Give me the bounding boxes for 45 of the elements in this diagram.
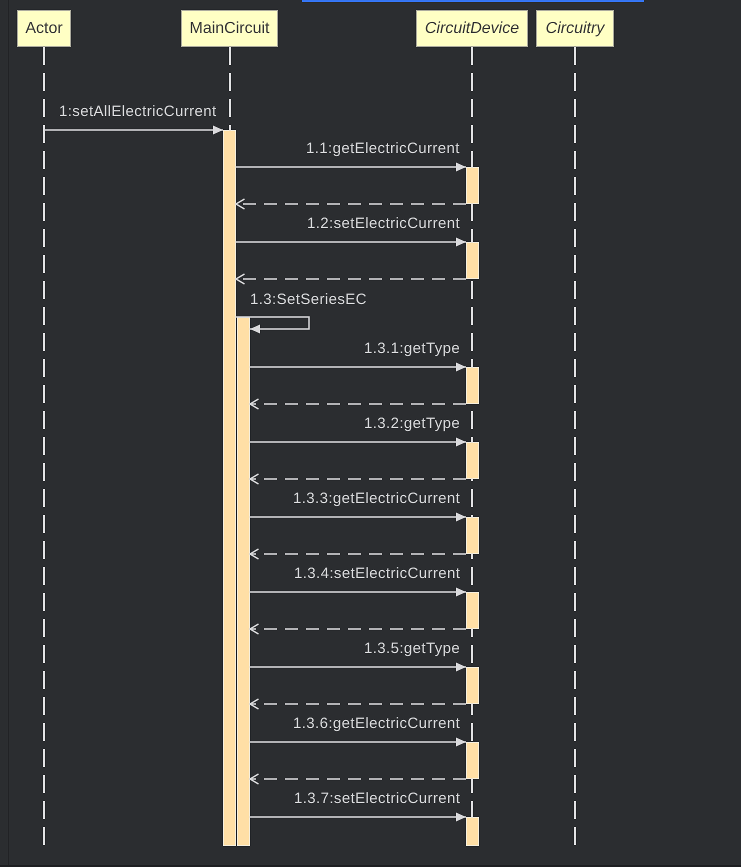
message-label: 1.3.5:getType xyxy=(364,640,460,657)
activation-bar xyxy=(466,667,479,704)
return-arrow xyxy=(235,198,466,210)
message-arrow xyxy=(236,162,466,172)
activation-bar xyxy=(466,817,479,846)
message-label: 1.3.6:getElectricCurrent xyxy=(293,715,460,732)
message-label: 1.1:getElectricCurrent xyxy=(306,140,460,157)
participant-box: Circuitry xyxy=(536,10,614,47)
activation-bar xyxy=(466,367,479,404)
participant-box: Actor xyxy=(17,10,71,47)
message-arrow xyxy=(44,126,223,134)
return-arrow xyxy=(249,473,466,485)
self-call-arrow xyxy=(236,316,310,334)
message-arrow xyxy=(250,738,466,746)
message-label: 1:setAllElectricCurrent xyxy=(59,103,217,120)
return-arrow xyxy=(249,398,466,410)
activation-bar xyxy=(466,167,479,204)
message-label: 1.3.7:setElectricCurrent xyxy=(294,790,460,807)
message-label: 1.3.4:setElectricCurrent xyxy=(294,565,460,582)
participant-box: CircuitDevice xyxy=(416,10,528,47)
message-arrow xyxy=(250,812,466,822)
message-label: 1.2:setElectricCurrent xyxy=(307,215,460,232)
message-arrow xyxy=(250,662,466,672)
return-arrow xyxy=(249,773,466,785)
message-label: 1.3.2:getType xyxy=(364,415,460,432)
activation-bar xyxy=(466,517,479,554)
activation-bar xyxy=(223,130,236,846)
return-arrow xyxy=(249,698,466,710)
message-arrow xyxy=(250,512,466,522)
message-label: 1.3.1:getType xyxy=(364,340,460,357)
message-arrow xyxy=(236,238,466,246)
message-label: 1.3:SetSeriesEC xyxy=(250,291,367,308)
return-arrow xyxy=(249,623,466,635)
activation-bar xyxy=(237,317,250,846)
return-arrow xyxy=(235,273,466,285)
message-arrow xyxy=(250,438,466,446)
activation-bar xyxy=(466,442,479,479)
return-arrow xyxy=(249,548,466,560)
activation-bar xyxy=(466,592,479,629)
message-arrow xyxy=(250,588,466,596)
message-arrow xyxy=(250,362,466,372)
activation-bar xyxy=(466,242,479,279)
activation-bar xyxy=(466,742,479,779)
message-label: 1.3.3:getElectricCurrent xyxy=(293,490,460,507)
participant-box: MainCircuit xyxy=(181,10,278,47)
